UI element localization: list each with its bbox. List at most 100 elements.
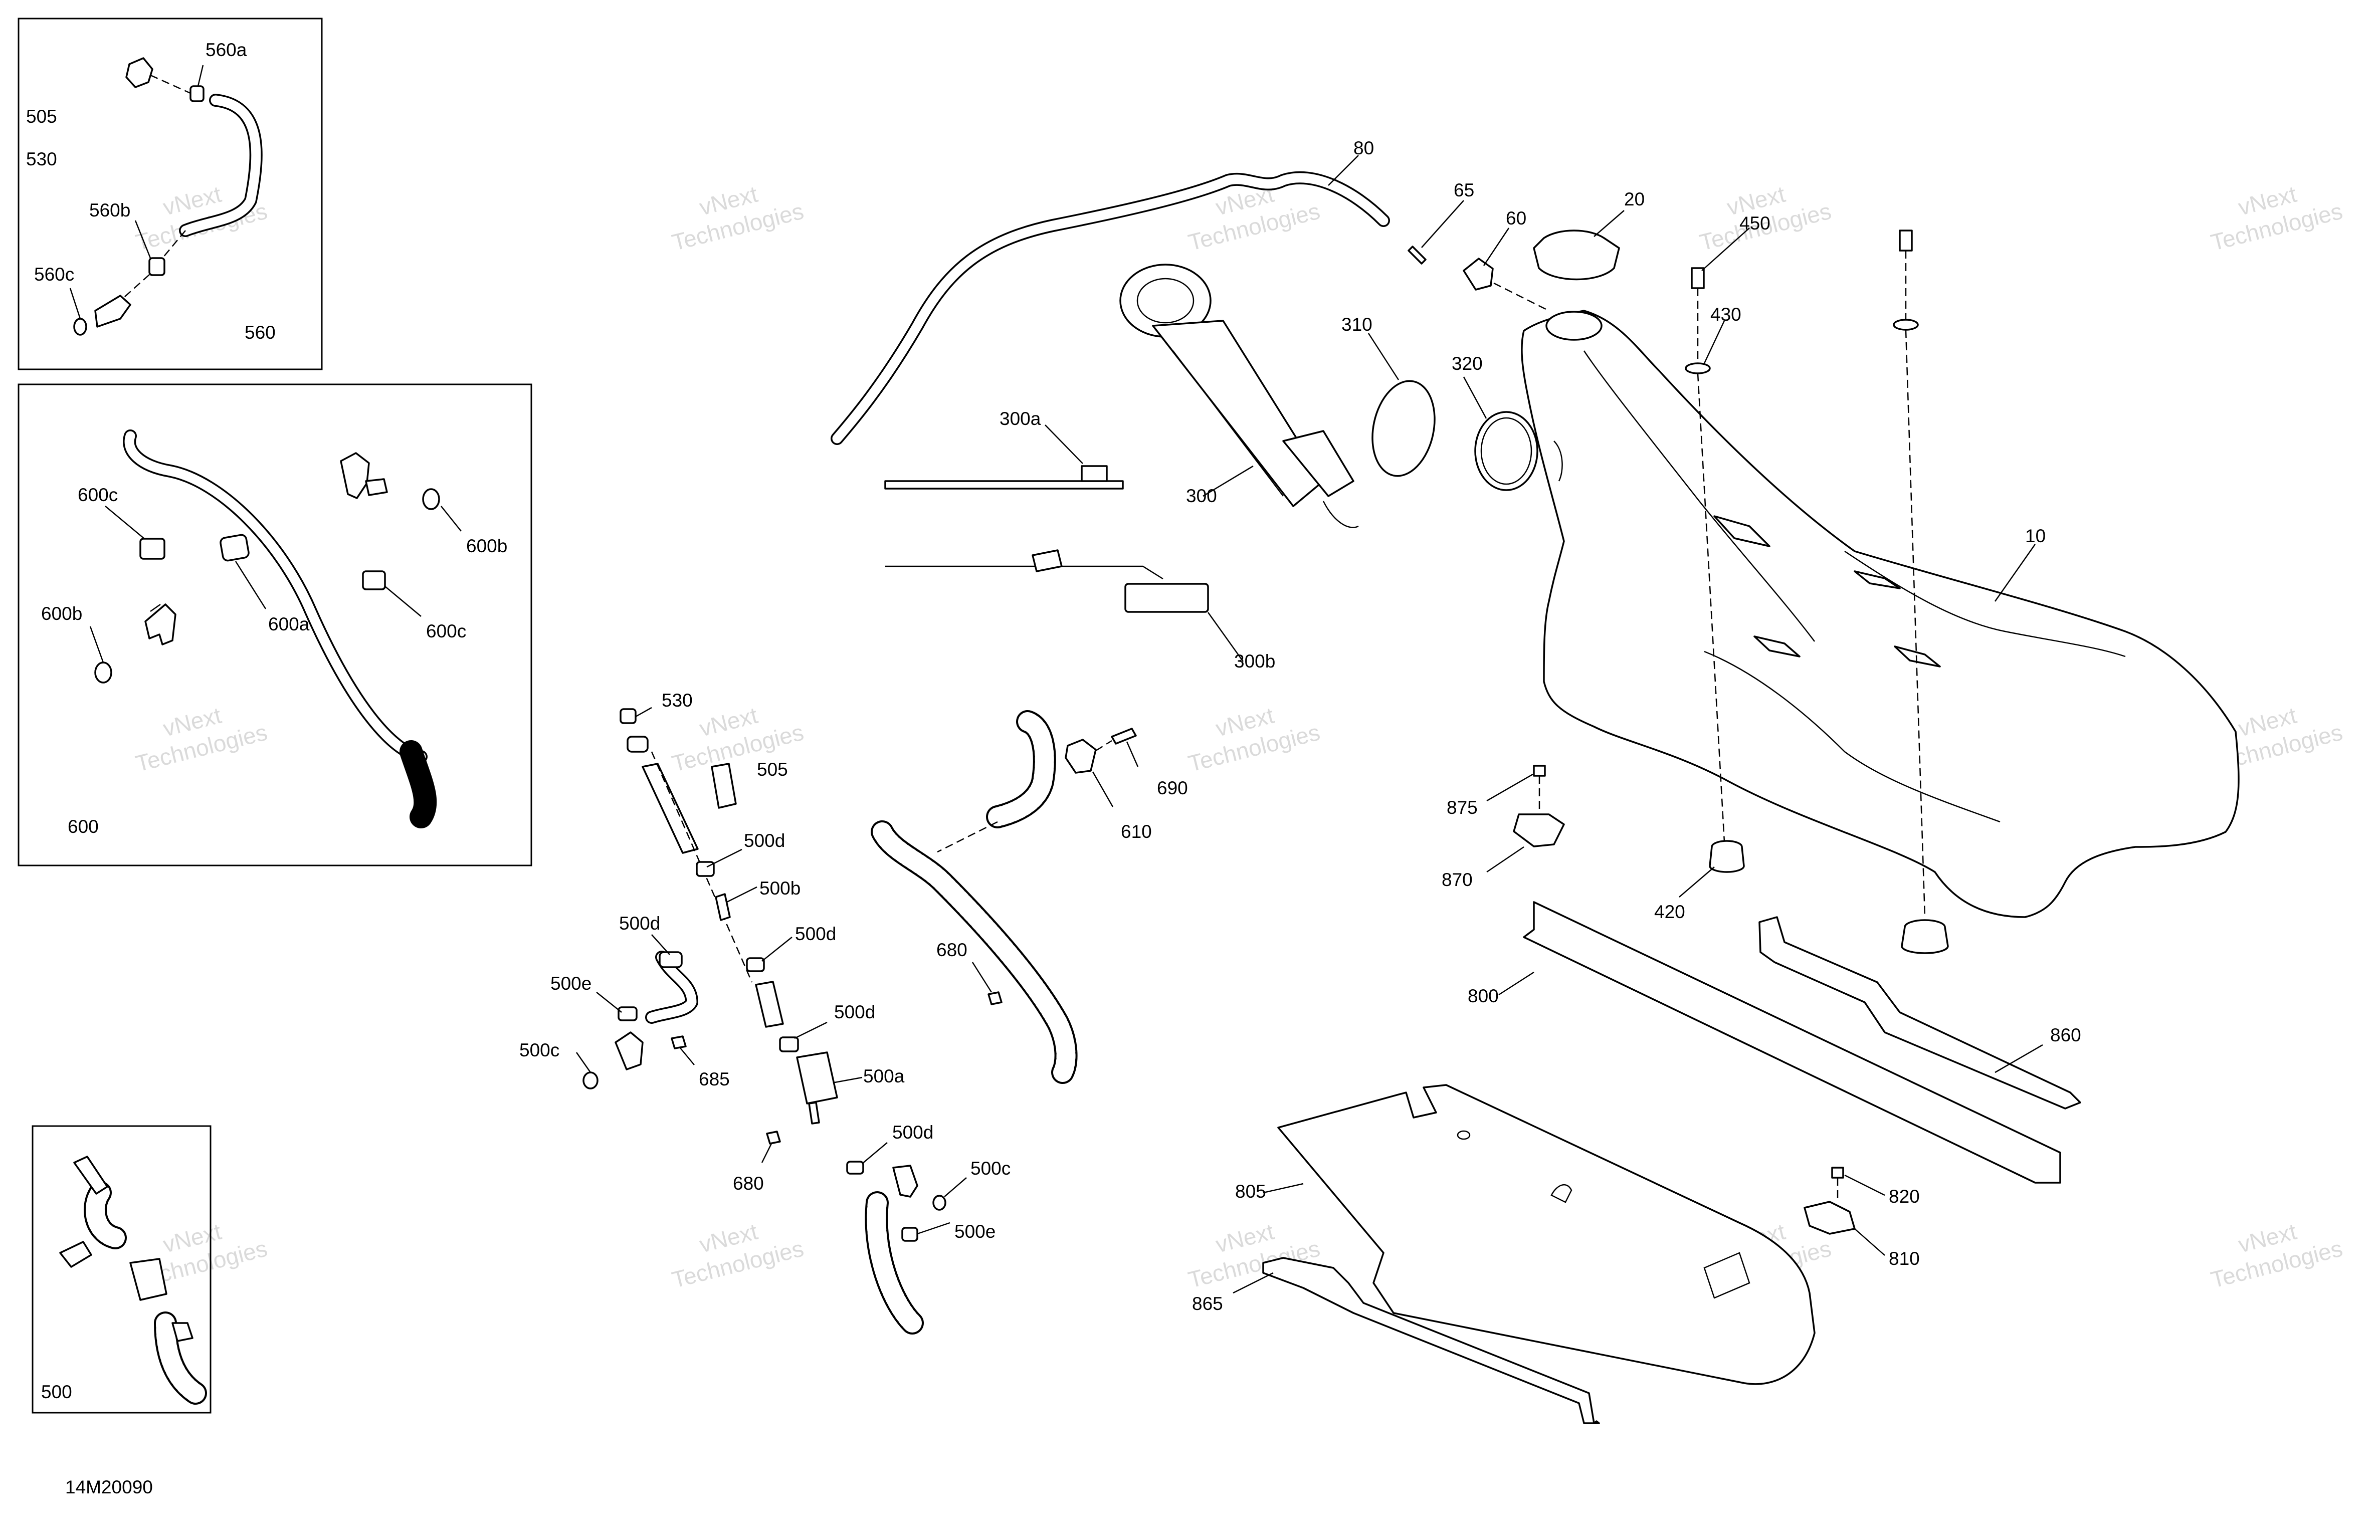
fuel-pump-module: 300 300a 300b 310 320 [884, 264, 1538, 672]
grommet-420 [1901, 919, 1949, 954]
clip-610 [1065, 739, 1097, 774]
elbow-fitting [125, 57, 153, 88]
callout-800: 800 [1468, 986, 1499, 1006]
pump-rod-300a [884, 480, 1124, 490]
tee-500c [615, 1031, 644, 1070]
callout-420: 420 [1654, 902, 1685, 922]
clamp-530 [620, 708, 637, 724]
leader-line [1263, 1183, 1304, 1194]
callout-600b: 600b [41, 603, 82, 624]
callout-680: 680 [733, 1173, 764, 1194]
clamp-500d [846, 1161, 864, 1175]
callout-530: 530 [26, 149, 57, 169]
clip-875-870: 875 870 [1442, 765, 1565, 890]
leader-line [235, 561, 267, 609]
bolt-685 [671, 1035, 687, 1049]
screw-875 [1533, 765, 1546, 777]
callout-875: 875 [1447, 797, 1478, 818]
clamp-500e [901, 1227, 918, 1242]
callout-600c: 600c [426, 621, 466, 641]
bolt-450 [1691, 267, 1705, 289]
leader-line [1854, 1228, 1885, 1256]
callout-500b: 500b [759, 878, 801, 899]
clip-810 [1804, 1201, 1856, 1235]
callout-80: 80 [1353, 138, 1374, 158]
leader-line [971, 962, 993, 993]
tank-emboss [1553, 441, 1563, 482]
leader-line [1126, 741, 1139, 767]
inset-560: 560a 505 530 560b 560c 560 [18, 18, 323, 370]
tank-filler-neck [1545, 311, 1603, 341]
ring-310 [1371, 380, 1436, 477]
pump-bracket [1282, 430, 1354, 497]
bracket-860: 860 [1758, 916, 2081, 1110]
leader-line [134, 220, 151, 259]
watermark: vNextTechnologies [1179, 171, 1322, 256]
vent-hose-assembly: 690 610 680 [871, 710, 1188, 1084]
tank-ridge [1583, 350, 1815, 642]
callout-60: 60 [1506, 208, 1526, 229]
callout-500c: 500c [519, 1040, 559, 1060]
callout-530: 530 [662, 690, 693, 711]
bracket-strip [1758, 916, 2081, 1110]
leader-line [1703, 320, 1725, 364]
leader-line [1421, 200, 1464, 248]
leader-line [575, 1052, 591, 1073]
vent-hose-upper-inner [988, 712, 1054, 826]
leader-line [862, 1142, 888, 1164]
fitting-500 [73, 1156, 108, 1195]
callout-680: 680 [936, 940, 967, 960]
tank-mount-tab [1713, 515, 1770, 547]
callout-685: 685 [699, 1069, 730, 1089]
leader-line [197, 65, 204, 87]
washer-500c [582, 1071, 599, 1089]
leader-line [1367, 333, 1400, 380]
clamp-500e [618, 1006, 638, 1021]
watermark: vNextTechnologies [126, 692, 270, 777]
callout-860: 860 [2050, 1025, 2081, 1045]
leader-line [1092, 771, 1114, 807]
callout-300: 300 [1186, 486, 1217, 506]
washer-430 [1685, 362, 1711, 374]
fuel-cap-20 [1533, 230, 1620, 281]
nipple-600 [365, 478, 388, 496]
callout-310: 310 [1341, 314, 1372, 335]
callout-300b: 300b [1234, 651, 1275, 672]
callout-805: 805 [1235, 1181, 1266, 1202]
hose-600-end [400, 740, 437, 828]
tank-ridge-lower [1704, 650, 2001, 823]
watermark: vNextTechnologies [663, 171, 806, 256]
assembly-line [150, 74, 191, 94]
callout-505: 505 [26, 106, 57, 127]
leader-line [761, 1142, 773, 1163]
washer-600b [94, 662, 112, 684]
callout-300a: 300a [1000, 408, 1041, 429]
clip-820-810: 820 810 [1804, 1167, 1920, 1269]
callout-500d: 500d [795, 924, 836, 944]
watermark: vNextTechnologies [2202, 1208, 2345, 1293]
skid-hole [1457, 1130, 1471, 1140]
screw-65 [1408, 246, 1427, 265]
vent-hose-lower-inner [873, 822, 1076, 1082]
callout-65: 65 [1454, 180, 1474, 200]
leader-line [105, 506, 145, 539]
watermark: vNextTechnologies [1179, 692, 1322, 777]
pump-rod [1172, 350, 1284, 497]
clamp-560b [148, 257, 165, 276]
leader-line [794, 1021, 828, 1039]
bolt-690 [1111, 728, 1137, 745]
pump-outlet-tube [1322, 501, 1359, 528]
leader-line [150, 603, 161, 612]
callout-820: 820 [1889, 1186, 1920, 1207]
leader-line [651, 934, 670, 955]
inset-frame [18, 18, 323, 370]
clamp-500d [746, 957, 765, 972]
callout-870: 870 [1442, 869, 1473, 890]
washer-500c [932, 1195, 946, 1211]
watermark: vNextTechnologies [663, 1208, 806, 1293]
leader-line [1995, 1044, 2043, 1073]
leader-line [635, 707, 652, 718]
leader-line [1045, 424, 1083, 464]
assembly-line [160, 230, 186, 261]
float-300b [1124, 583, 1209, 613]
